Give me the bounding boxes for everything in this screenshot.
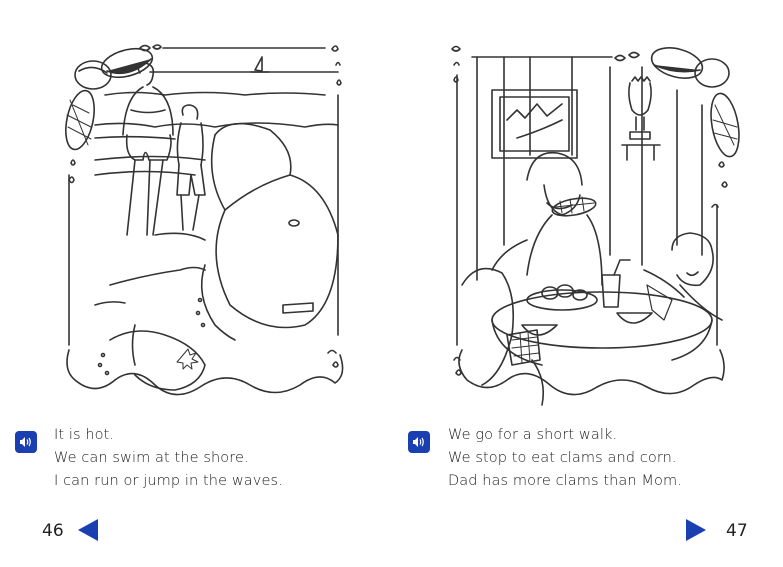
text-line: We stop to eat clams and corn. <box>448 450 677 466</box>
dinner-illustration <box>432 35 752 410</box>
page-number-left: 46 <box>42 521 64 541</box>
story-text-left: It is hot. We can swim at the shore. I c… <box>54 424 283 493</box>
text-line: I can run or jump in the waves. <box>54 473 283 489</box>
next-page-button[interactable] <box>686 519 706 541</box>
audio-button-left[interactable] <box>15 431 37 453</box>
text-line: Dad has more clams than Mom. <box>448 473 682 489</box>
beach-illustration <box>55 35 350 410</box>
text-line: We go for a short walk. <box>448 427 618 443</box>
speaker-icon <box>20 437 31 447</box>
text-line: We can swim at the shore. <box>54 450 249 466</box>
left-page: It is hot. We can swim at the shore. I c… <box>0 0 391 567</box>
story-text-right: We go for a short walk. We stop to eat c… <box>448 424 682 493</box>
audio-button-right[interactable] <box>408 431 430 453</box>
previous-page-button[interactable] <box>78 519 98 541</box>
right-page: We go for a short walk. We stop to eat c… <box>392 0 783 567</box>
speaker-icon <box>413 437 424 447</box>
page-number-right: 47 <box>726 521 748 541</box>
text-line: It is hot. <box>54 427 115 443</box>
